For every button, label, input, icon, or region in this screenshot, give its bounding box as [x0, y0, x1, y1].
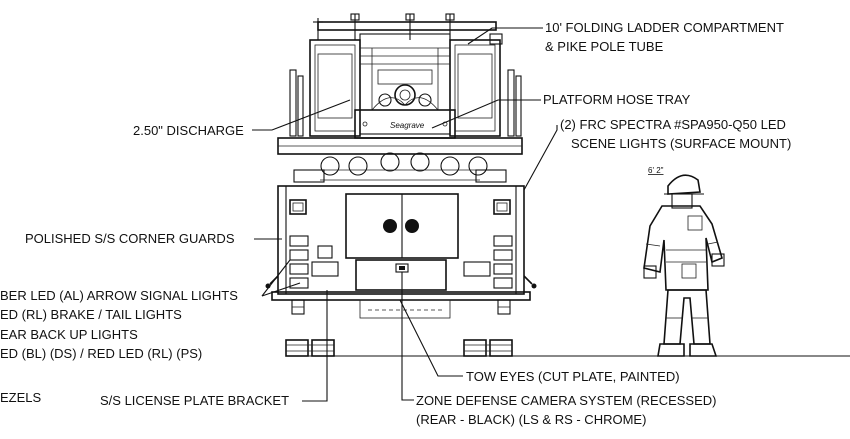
firefighter-figure: 6' 2": [644, 166, 724, 356]
figure-height-label: 6' 2": [648, 166, 664, 175]
label-discharge: 2.50" DISCHARGE: [133, 123, 244, 138]
valve-controls: [294, 153, 506, 182]
door-handle-left: [383, 219, 397, 233]
scene-light-left: [290, 200, 306, 214]
rear-compartment-doors: [346, 194, 458, 258]
label-led-bl-rl: ED (BL) (DS) / RED LED (RL) (PS): [0, 346, 202, 361]
label-scene-lights-2: SCENE LIGHTS (SURFACE MOUNT): [571, 136, 791, 151]
label-scene-lights-1: (2) FRC SPECTRA #SPA950-Q50 LED: [560, 117, 786, 132]
label-camera-finish: (REAR - BLACK) (LS & RS - CHROME): [416, 412, 646, 427]
label-camera-system: ZONE DEFENSE CAMERA SYSTEM (RECESSED): [416, 393, 717, 408]
left-upper-compartment: [310, 40, 360, 136]
label-corner-guards: POLISHED S/S CORNER GUARDS: [25, 231, 235, 246]
label-bezels: EZELS: [0, 390, 42, 405]
rear-deck: [278, 138, 522, 154]
label-brake-tail-lights: ED (RL) BRAKE / TAIL LIGHTS: [0, 307, 182, 322]
ladder-rack: [313, 14, 496, 40]
seagrave-badge: Seagrave: [390, 121, 425, 130]
right-upper-compartment: [450, 34, 502, 136]
label-back-up-lights: EAR BACK UP LIGHTS: [0, 327, 138, 342]
left-light-cluster: [290, 236, 338, 288]
right-light-cluster: [464, 236, 512, 288]
label-arrow-signal-lights: BER LED (AL) ARROW SIGNAL LIGHTS: [0, 288, 238, 303]
label-license-plate-bracket: S/S LICENSE PLATE BRACKET: [100, 393, 289, 408]
label-tow-eyes: TOW EYES (CUT PLATE, PAINTED): [466, 369, 680, 384]
rear-wheels: [286, 340, 512, 356]
scene-light-right: [494, 200, 510, 214]
fire-truck-rear-view: Seagrave: [266, 14, 850, 356]
label-platform-hose-tray: PLATFORM HOSE TRAY: [543, 92, 691, 107]
rear-body: [278, 186, 524, 294]
label-pike-pole-tube: & PIKE POLE TUBE: [545, 39, 664, 54]
pump-assembly: [360, 34, 450, 134]
rear-bumper: [272, 292, 530, 318]
license-plate-bracket: [356, 260, 446, 290]
label-ladder-compartment: 10' FOLDING LADDER COMPARTMENT: [545, 20, 784, 35]
door-handle-right: [405, 219, 419, 233]
